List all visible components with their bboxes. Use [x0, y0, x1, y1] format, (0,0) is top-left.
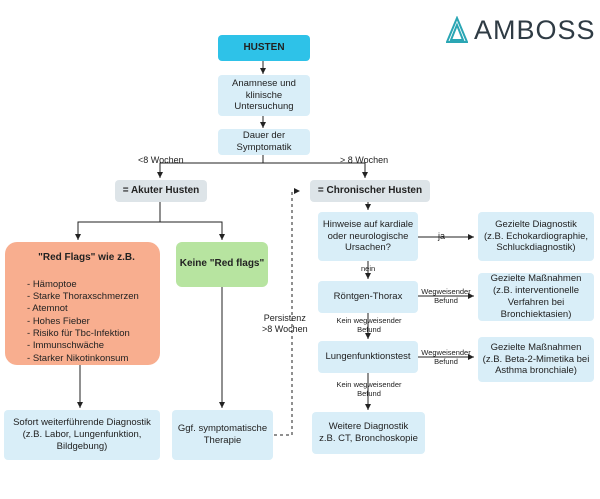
- edge-label-kein-wegweisend-2: Kein wegweisender Befund: [333, 380, 405, 398]
- logo-text: AMBOSS: [474, 14, 596, 45]
- edge-label-nein: nein: [361, 264, 376, 273]
- node-gezielte-massnahmen-line: Gezielte Maßnahmen: [490, 341, 582, 353]
- node-sofort-line: Bildgebung): [56, 440, 108, 452]
- node-lungen-label: Lungenfunktionstest: [325, 351, 411, 363]
- node-gezielte-diagnostik-line: Gezielte Diagnostik: [495, 218, 577, 230]
- node-chronischer-husten-label: = Chronischer Husten: [317, 184, 423, 196]
- node-dauer: Dauer der Symptomatik: [218, 129, 310, 155]
- node-akuter-husten-label: = Akuter Husten: [122, 184, 200, 196]
- node-roentgen-label: Röntgen-Thorax: [333, 291, 403, 303]
- node-hinweise: Hinweise auf kardiale oder neurologische…: [318, 212, 418, 261]
- edge-label-line: Befund: [434, 296, 458, 305]
- node-gezielte-diagnostik: Gezielte Diagnostik (z.B. Echokardiograp…: [478, 212, 594, 261]
- edge-label-line: Kein wegweisender: [336, 316, 402, 325]
- red-flag-item: Risiko für Tbc-Infektion: [27, 328, 139, 340]
- edge-label-wegweisend-1: Wegweisender Befund: [420, 287, 472, 305]
- node-anamnese: Anamnese und klinische Untersuchung: [218, 75, 310, 116]
- node-ggf-line: Ggf. symptomatische: [177, 423, 268, 435]
- node-hinweise-line: Hinweise auf kardiale: [322, 218, 414, 230]
- node-sofort-line: Sofort weiterführende Diagnostik: [13, 417, 151, 429]
- node-weitere-diagnostik: Weitere Diagnostik z.B. CT, Bronchoskopi…: [312, 412, 425, 454]
- node-husten-label: HUSTEN: [243, 41, 285, 53]
- edge-label-persistenz-line: Persistenz: [263, 313, 306, 323]
- node-ggf-line: Therapie: [203, 435, 242, 446]
- node-gezielte-massnahmen-line: Bronchiektasien): [500, 308, 572, 320]
- red-flag-item: Starke Thoraxschmerzen: [27, 291, 139, 303]
- edge-label-line: Befund: [357, 389, 381, 398]
- node-symptomatische-therapie: Ggf. symptomatische Therapie: [172, 410, 273, 460]
- node-hinweise-line: Ursachen?: [345, 242, 391, 254]
- red-flags-list: Hämoptoe Starke Thoraxschmerzen Atemnot …: [27, 279, 139, 365]
- node-gezielte-diagnostik-line: Schluckdiagnostik): [496, 242, 576, 254]
- red-flags-title: "Red Flags" wie z.B.: [38, 252, 135, 263]
- node-anamnese-line: klinische: [245, 89, 283, 101]
- edge-label-line: Wegweisender: [421, 348, 471, 357]
- node-anamnese-line: Anamnese und: [232, 77, 296, 89]
- edge-label-gt8: > 8 Wochen: [340, 155, 389, 165]
- edge-label-line: Kein wegweisender: [336, 380, 402, 389]
- red-flag-item: Hohes Fieber: [27, 316, 139, 328]
- edge-label-line: Befund: [357, 325, 381, 334]
- edge-label-line: Wegweisender: [421, 287, 471, 296]
- node-weitere-line: z.B. CT, Bronchoskopie: [319, 433, 418, 444]
- edge-label-line: Befund: [434, 357, 458, 366]
- red-flag-item: Atemnot: [27, 303, 139, 315]
- edge-label-wegweisend-2: Wegweisender Befund: [420, 348, 472, 366]
- node-dauer-line: Symptomatik: [236, 142, 292, 153]
- amboss-logo: AMBOSS: [446, 14, 596, 46]
- red-flag-item: Immunschwäche: [27, 340, 139, 352]
- node-hinweise-line: oder neurologische: [327, 230, 409, 242]
- edge-label-kein-wegweisend-1: Kein wegweisender Befund: [333, 316, 405, 334]
- node-gezielte-massnahmen-2: Gezielte Maßnahmen (z.B. Beta-2-Mimetika…: [478, 337, 594, 382]
- edge-label-lt8: <8 Wochen: [138, 155, 184, 165]
- node-roentgen-thorax: Röntgen-Thorax: [318, 281, 418, 313]
- node-gezielte-massnahmen-line: Verfahren bei: [507, 297, 565, 308]
- node-gezielte-diagnostik-line: (z.B. Echokardiographie,: [483, 230, 589, 242]
- node-dauer-line: Dauer der: [242, 130, 286, 142]
- red-flag-item: Hämoptoe: [27, 279, 139, 291]
- node-keine-red-flags-label: Keine "Red flags": [179, 258, 265, 270]
- node-akuter-husten: = Akuter Husten: [115, 180, 207, 202]
- node-sofort-line: (z.B. Labor, Lungenfunktion,: [22, 429, 142, 441]
- node-husten: HUSTEN: [218, 35, 310, 61]
- node-gezielte-massnahmen-line: (z.B. interventionelle: [492, 285, 580, 297]
- node-keine-red-flags: Keine "Red flags": [176, 242, 268, 287]
- node-lungenfunktionstest: Lungenfunktionstest: [318, 341, 418, 373]
- node-weitere-line: Weitere Diagnostik: [328, 421, 409, 433]
- node-gezielte-massnahmen-1: Gezielte Maßnahmen (z.B. interventionell…: [478, 273, 594, 321]
- edge-label-ja: ja: [438, 231, 446, 241]
- node-gezielte-massnahmen-line: Gezielte Maßnahmen: [490, 273, 582, 285]
- node-gezielte-massnahmen-line: (z.B. Beta-2-Mimetika bei: [482, 353, 590, 365]
- node-anamnese-line: Untersuchung: [234, 101, 294, 113]
- node-chronischer-husten: = Chronischer Husten: [310, 180, 430, 202]
- amboss-logo-mark-icon: [446, 16, 468, 43]
- node-sofort-diagnostik: Sofort weiterführende Diagnostik (z.B. L…: [4, 410, 160, 460]
- edge-label-persistenz-line: >8 Wochen: [262, 323, 308, 334]
- red-flag-item: Starker Nikotinkonsum: [27, 353, 139, 365]
- node-gezielte-massnahmen-line: Asthma bronchiale): [495, 365, 577, 377]
- node-red-flags: "Red Flags" wie z.B. Hämoptoe Starke Tho…: [5, 242, 160, 365]
- edge-label-persistenz: Persistenz >8 Wochen: [262, 313, 308, 335]
